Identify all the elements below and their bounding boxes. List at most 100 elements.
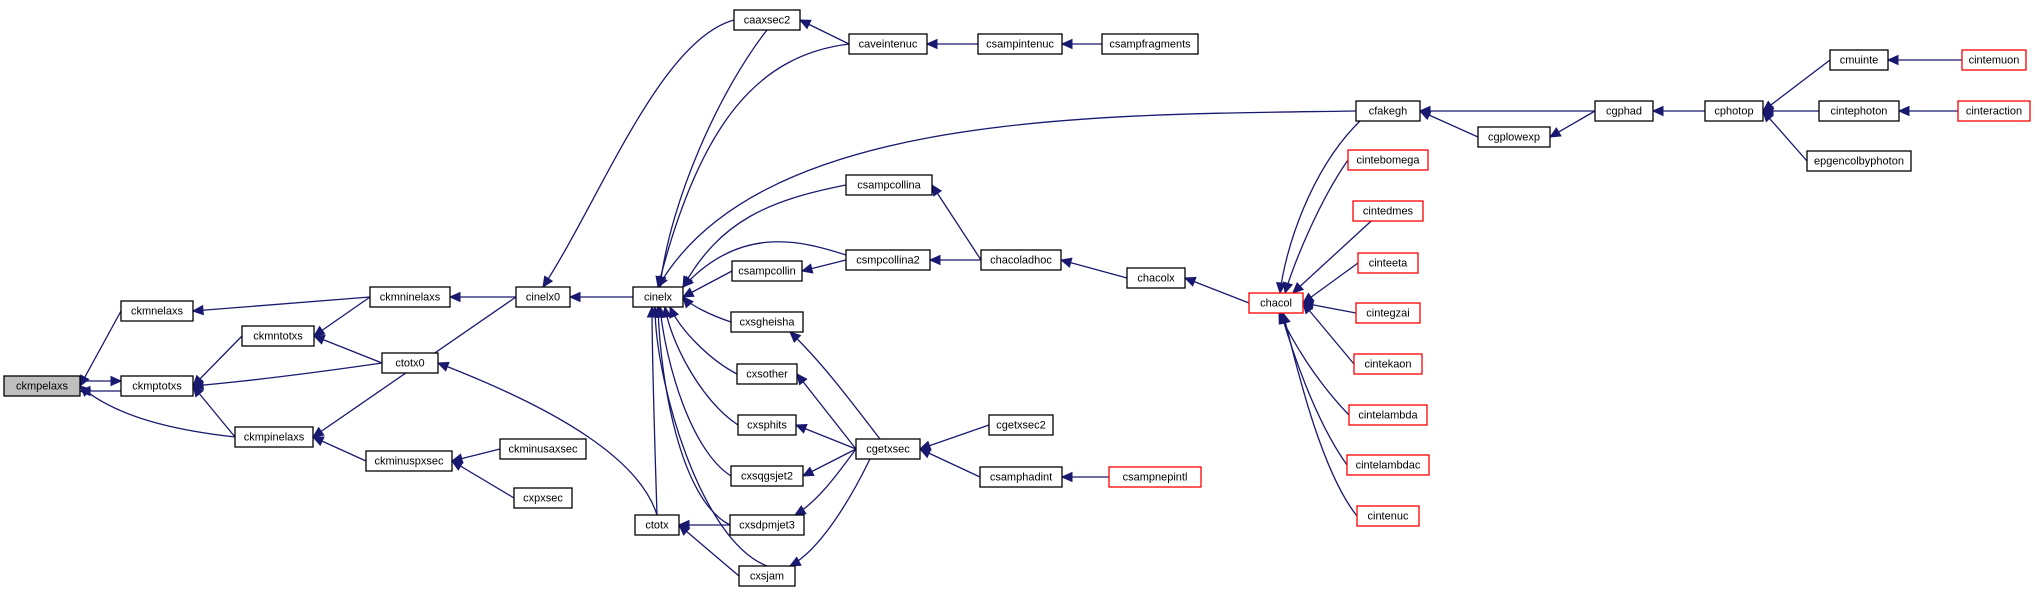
arrowhead [931, 183, 943, 197]
node-cintelambdac[interactable]: cintelambdac [1346, 454, 1430, 476]
node-cgetxsec2[interactable]: cgetxsec2 [988, 414, 1054, 436]
node-chacolx[interactable]: chacolx [1126, 267, 1186, 289]
edge-cintebomega-to-chacol [1282, 159, 1349, 295]
node-cfakegh[interactable]: cfakegh [1355, 100, 1421, 122]
edge-line [437, 362, 658, 516]
node-box [515, 286, 571, 308]
node-box [365, 450, 453, 472]
node-box [1806, 150, 1912, 172]
node-cxpxsec[interactable]: cxpxsec [513, 487, 573, 509]
edge-line [1184, 277, 1250, 304]
node-chacoladhoc[interactable]: chacoladhoc [980, 249, 1062, 271]
node-ckmnelaxs[interactable]: ckmnelaxs [120, 300, 194, 322]
node-ckmpelaxs[interactable]: ckmpelaxs [3, 375, 81, 397]
edge-cintekaon-to-chacol [1302, 302, 1355, 365]
node-ckminusaxsec[interactable]: ckminusaxsec [499, 438, 587, 460]
node-caaxsec2[interactable]: caaxsec2 [733, 9, 801, 31]
arrowhead [542, 275, 554, 289]
nodes-layer: ckmpelaxs ckmnelaxs ckmptotxs ckmntotxs ckmp… [3, 9, 2031, 587]
node-cinteraction[interactable]: cinteraction [1957, 100, 2031, 122]
node-cintebomega[interactable]: cintebomega [1347, 149, 1429, 171]
node-cinelx[interactable]: cinelx [632, 286, 684, 308]
edge-line [1302, 302, 1355, 365]
node-box [1961, 49, 2027, 71]
arrowhead [682, 296, 694, 309]
node-csampintenuc[interactable]: csampintenuc [977, 33, 1063, 55]
node-cintephoton[interactable]: cintephoton [1818, 100, 1900, 122]
edge-ctotx0-to-ckmntotxs [312, 334, 383, 364]
edge-cgetxsec2-to-cgetxsec [918, 424, 990, 451]
node-caveintenuc[interactable]: caveintenuc [848, 33, 928, 55]
node-cgphad[interactable]: cgphad [1594, 100, 1654, 122]
node-ckmntotxs[interactable]: ckmntotxs [241, 325, 315, 347]
arrowhead [312, 334, 326, 345]
node-cinteeta[interactable]: cinteeta [1357, 252, 1419, 274]
edge-line [657, 43, 850, 288]
node-label: csampintenuc [986, 39, 1054, 51]
node-ckminuspxsec[interactable]: ckminuspxsec [365, 450, 453, 472]
node-box [731, 260, 803, 282]
node-ctotx0[interactable]: ctotx0 [381, 352, 439, 374]
node-cgetxsec[interactable]: cgetxsec [855, 438, 921, 460]
edge-ckmntotxs-to-ckmptotxs [192, 335, 243, 387]
node-chacol[interactable]: chacol [1248, 292, 1304, 314]
node-cintemuon[interactable]: cintemuon [1961, 49, 2027, 71]
edge-line [682, 184, 847, 288]
node-ctotx[interactable]: ctotx [634, 514, 680, 536]
node-cintenuc[interactable]: cintenuc [1356, 505, 1420, 527]
node-box [848, 33, 928, 55]
node-cxsgheisha[interactable]: cxsgheisha [730, 311, 804, 333]
node-label: ckmntotxs [253, 331, 303, 343]
node-csampcollin[interactable]: csampcollin [731, 260, 803, 282]
node-csmpcollina2[interactable]: csmpcollina2 [845, 249, 931, 271]
node-cxsjam[interactable]: cxsjam [738, 565, 796, 587]
node-cxsother[interactable]: cxsother [736, 363, 798, 385]
node-box [1477, 126, 1551, 148]
node-box [737, 414, 797, 436]
node-box [979, 466, 1063, 488]
edge-cxsjam-to-ctotx [678, 524, 740, 577]
node-cgplowexp[interactable]: cgplowexp [1477, 126, 1551, 148]
node-label: ckmptotxs [132, 381, 182, 393]
node-ckmptotxs[interactable]: ckmptotxs [120, 375, 194, 397]
node-box [381, 352, 439, 374]
node-cintegzai[interactable]: cintegzai [1355, 302, 1421, 324]
node-label: cintekaon [1364, 359, 1411, 371]
node-label: ckminuspxsec [374, 456, 444, 468]
node-box [1101, 33, 1199, 55]
arrowhead [1280, 311, 1291, 325]
edge-ckmnelaxs-to-ckmpelaxs [79, 310, 122, 388]
arrowhead [801, 466, 815, 477]
node-box [1353, 353, 1423, 375]
node-ckmpinelaxs[interactable]: ckmpinelaxs [234, 426, 314, 448]
node-cxsdpmjet3[interactable]: cxsdpmjet3 [729, 514, 805, 536]
arrowhead [1762, 110, 1774, 123]
node-csamphadint[interactable]: csamphadint [979, 466, 1063, 488]
arrowhead [1418, 110, 1432, 121]
arrowhead [1291, 282, 1305, 294]
arrowhead [678, 524, 691, 536]
node-ckmninelaxs[interactable]: ckmninelaxs [369, 286, 451, 308]
arrowhead [448, 291, 461, 303]
node-cintedmes[interactable]: cintedmes [1352, 200, 1424, 222]
node-csampfragments[interactable]: csampfragments [1101, 33, 1199, 55]
node-cphotop[interactable]: cphotop [1704, 100, 1764, 122]
edge-ckmninelaxs-to-ckmnelaxs [191, 296, 371, 316]
node-epgencolbyphoton[interactable]: epgencolbyphoton [1806, 150, 1912, 172]
node-box [1352, 200, 1424, 222]
node-box [736, 363, 798, 385]
node-cmuinte[interactable]: cmuinte [1829, 49, 1889, 71]
node-cxsphits[interactable]: cxsphits [737, 414, 797, 436]
node-cinelx0[interactable]: cinelx0 [515, 286, 571, 308]
node-csampnepintl[interactable]: csampnepintl [1108, 466, 1202, 488]
node-cxsqgsjet2[interactable]: cxsqgsjet2 [730, 465, 804, 487]
arrowhead [311, 426, 325, 438]
edge-ckmpinelaxs-to-ckmpelaxs [79, 385, 236, 438]
node-csampcollina[interactable]: csampcollina [845, 174, 933, 196]
edge-line [542, 19, 735, 288]
node-label: cxsjam [750, 571, 784, 583]
node-label: cxsother [746, 369, 788, 381]
node-cintelambda[interactable]: cintelambda [1348, 404, 1428, 426]
node-cintekaon[interactable]: cintekaon [1353, 353, 1423, 375]
